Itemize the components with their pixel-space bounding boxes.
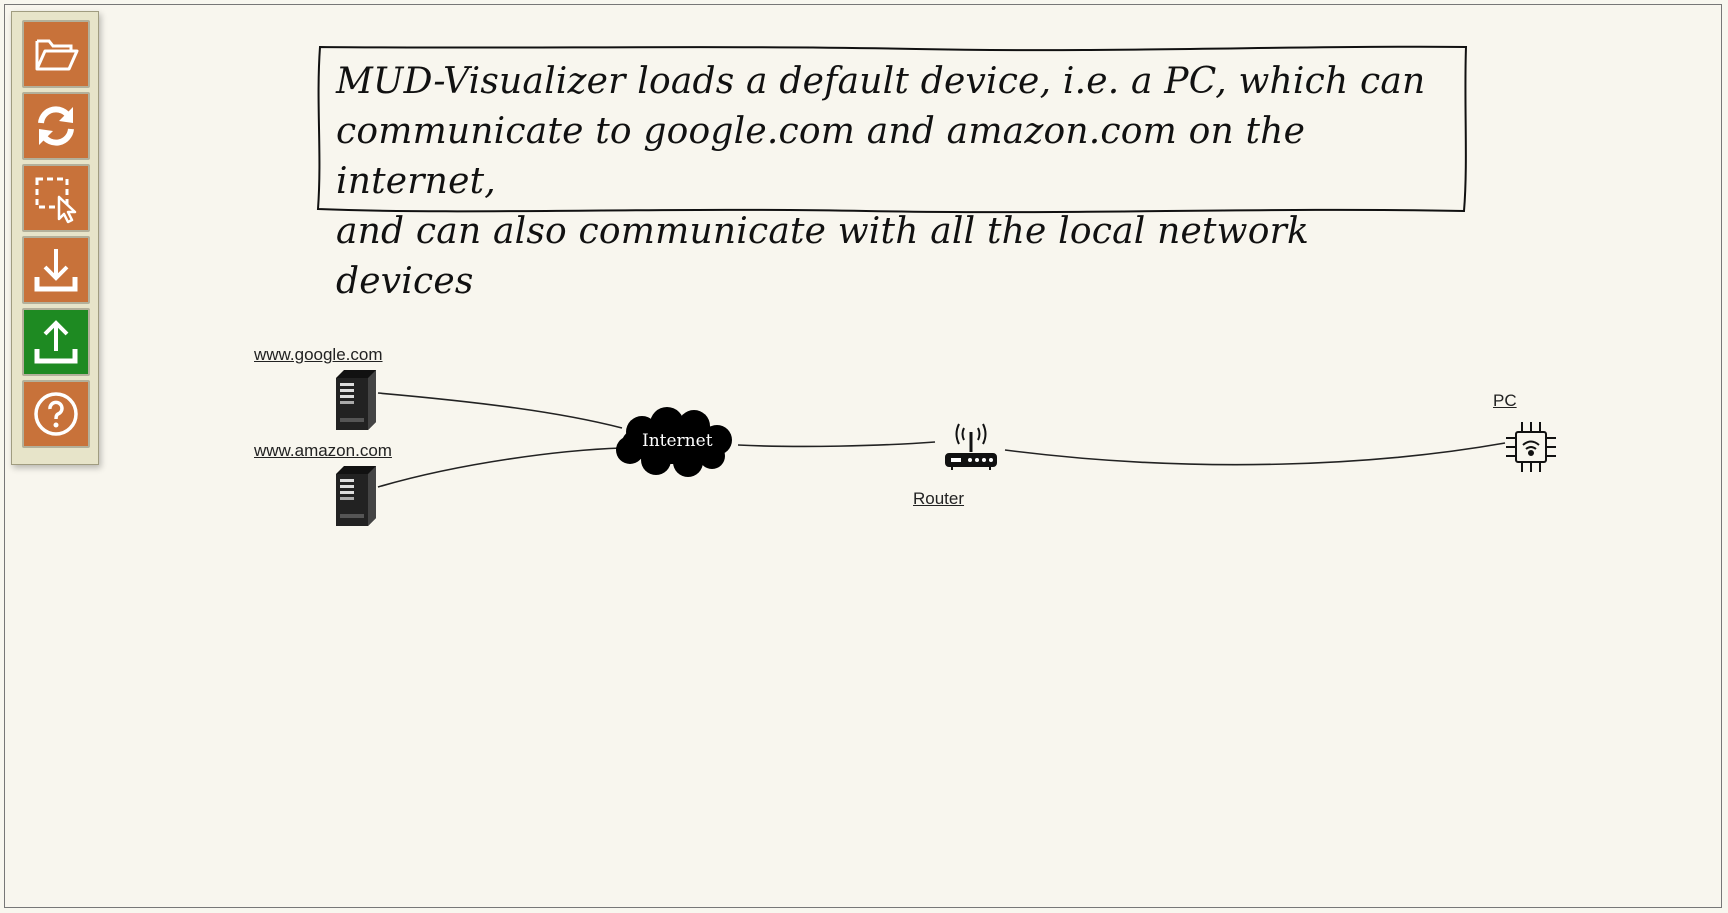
diagram-canvas[interactable] bbox=[4, 4, 1722, 908]
annotation-note: MUD-Visualizer loads a default device, i… bbox=[316, 43, 1470, 302]
refresh-button[interactable] bbox=[22, 92, 90, 160]
folder-open-icon bbox=[35, 39, 79, 71]
help-icon bbox=[34, 392, 78, 436]
google-label[interactable]: www.google.com bbox=[254, 345, 383, 364]
upload-button[interactable] bbox=[22, 308, 90, 376]
server-icon bbox=[336, 370, 376, 430]
link-internet-router bbox=[737, 441, 936, 448]
router-icon bbox=[945, 423, 997, 470]
upload-icon bbox=[34, 320, 78, 364]
note-text: MUD-Visualizer loads a default device, i… bbox=[336, 61, 1426, 302]
cloud-icon bbox=[616, 407, 732, 477]
link-google-internet bbox=[377, 392, 623, 429]
open-file-button[interactable] bbox=[22, 20, 90, 88]
download-button[interactable] bbox=[22, 236, 90, 304]
amazon-label[interactable]: www.amazon.com bbox=[254, 441, 392, 460]
pc-label[interactable]: PC bbox=[1493, 391, 1517, 410]
router-label[interactable]: Router bbox=[913, 489, 965, 508]
chip-wifi-icon bbox=[1506, 422, 1556, 472]
refresh-icon bbox=[38, 106, 74, 146]
select-area-button[interactable] bbox=[22, 164, 90, 232]
download-icon bbox=[34, 249, 78, 292]
server-icon bbox=[336, 466, 376, 526]
select-area-icon bbox=[35, 177, 77, 224]
help-button[interactable] bbox=[22, 380, 90, 448]
internet-label[interactable]: Internet bbox=[642, 431, 713, 451]
link-amazon-internet bbox=[377, 447, 623, 488]
toolbar bbox=[11, 11, 99, 465]
link-router-pc bbox=[1004, 442, 1506, 466]
